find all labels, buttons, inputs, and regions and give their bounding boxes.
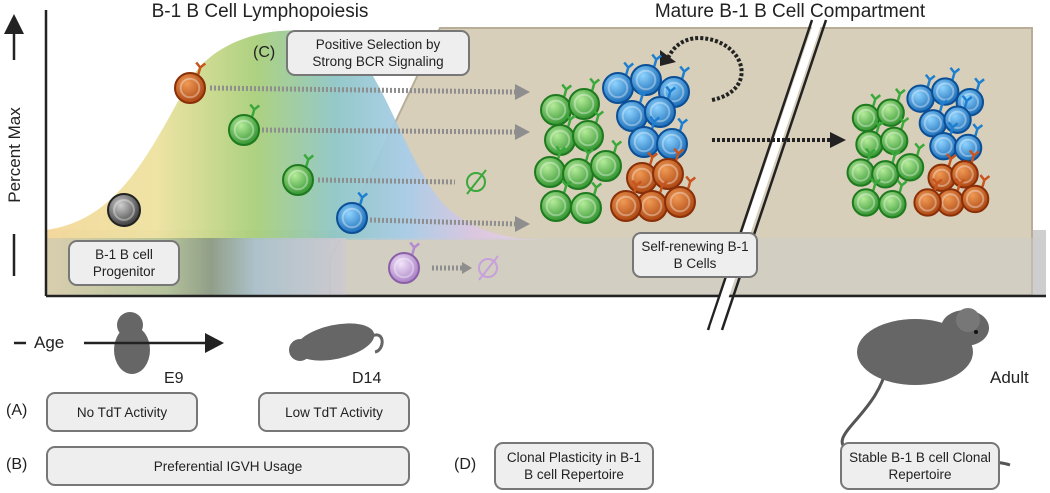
orange-cluster-cell: [950, 149, 980, 189]
panel-tag-d: (D): [454, 456, 477, 473]
embryo-icon: [114, 312, 150, 374]
blue-cluster-cell: [931, 66, 961, 106]
green-cluster-cell: [572, 109, 605, 152]
self-renewing-label: Self-renewing B-1 B Cells: [632, 232, 758, 278]
green-cluster-cell: [540, 179, 573, 222]
green-cluster-cell: [878, 179, 908, 219]
green-cluster-cell: [590, 139, 623, 182]
baseline-overlay: [46, 238, 1046, 295]
transfer-arrowhead: [830, 132, 846, 148]
orange-cluster-cell: [610, 179, 643, 222]
panel-tag-c: (C): [253, 44, 276, 61]
self-renewal-arrow: [666, 35, 744, 102]
purple-cell: [388, 241, 421, 284]
age-arrowhead: [205, 333, 224, 353]
break-line-2: [720, 19, 828, 331]
orange-cluster-cell: [960, 174, 991, 214]
no-tdt-box: No TdT Activity: [46, 392, 198, 432]
panel-tag-a: (A): [6, 402, 28, 419]
green-cell: [282, 153, 315, 196]
orange-cluster-cell: [626, 151, 659, 194]
self-renewal-arrowhead: [660, 50, 676, 66]
pup-icon: [289, 323, 384, 361]
green-cell: [228, 103, 261, 146]
green-cluster-cell: [570, 181, 603, 224]
blue-cell: [336, 191, 369, 234]
low-tdt-box: Low TdT Activity: [258, 392, 410, 432]
panel-tag-b: (B): [6, 456, 28, 473]
blue-cluster-cell: [630, 53, 663, 96]
blue-cluster-cell: [929, 121, 959, 161]
arrowheads: [462, 84, 530, 274]
positive-selection-label: Positive Selection by Strong BCR Signali…: [286, 30, 470, 76]
progenitor-cell: [107, 193, 141, 227]
blocked-symbol-green: [466, 169, 487, 195]
clonal-plasticity-box: Clonal Plasticity in B-1 B cell Repertoi…: [494, 442, 654, 490]
adult-mouse-icon: [840, 308, 1011, 467]
green-cluster-cell: [568, 77, 601, 120]
green-cluster-cell: [895, 142, 926, 182]
title-right: Mature B-1 B Cell Compartment: [655, 1, 926, 22]
age-label: Age: [34, 333, 64, 352]
selection-arrows: [209, 85, 516, 271]
title-left: B-1 B Cell Lymphopoiesis: [152, 1, 369, 22]
blue-cluster-cell: [602, 61, 635, 104]
lymphopoiesis-curve: [46, 30, 545, 240]
blue-cluster-cell: [628, 115, 661, 158]
break-line-1: [706, 19, 814, 331]
orange-cluster-cell: [936, 177, 966, 217]
igvh-box: Preferential IGVH Usage: [46, 446, 410, 486]
green-cluster-cell: [534, 145, 567, 188]
blocked-symbol-purple: [478, 255, 499, 281]
blue-cluster-cell: [616, 89, 649, 132]
orange-cluster-cell: [913, 177, 943, 217]
progenitor-label: B-1 B cell Progenitor: [68, 240, 180, 286]
green-cluster-cell: [846, 147, 876, 187]
stable-repertoire-box: Stable B-1 B cell Clonal Repertoire: [840, 442, 1000, 490]
orange-cluster-cell: [636, 179, 669, 222]
orange-cell: [174, 61, 207, 104]
orange-cluster-cell: [664, 175, 697, 218]
stage-label-d14: D14: [352, 370, 381, 387]
stage-label-adult: Adult: [990, 368, 1029, 387]
stage-label-e9: E9: [164, 370, 184, 387]
green-cluster-cell: [876, 88, 906, 127]
y-axis-label: Percent Max: [5, 107, 24, 203]
